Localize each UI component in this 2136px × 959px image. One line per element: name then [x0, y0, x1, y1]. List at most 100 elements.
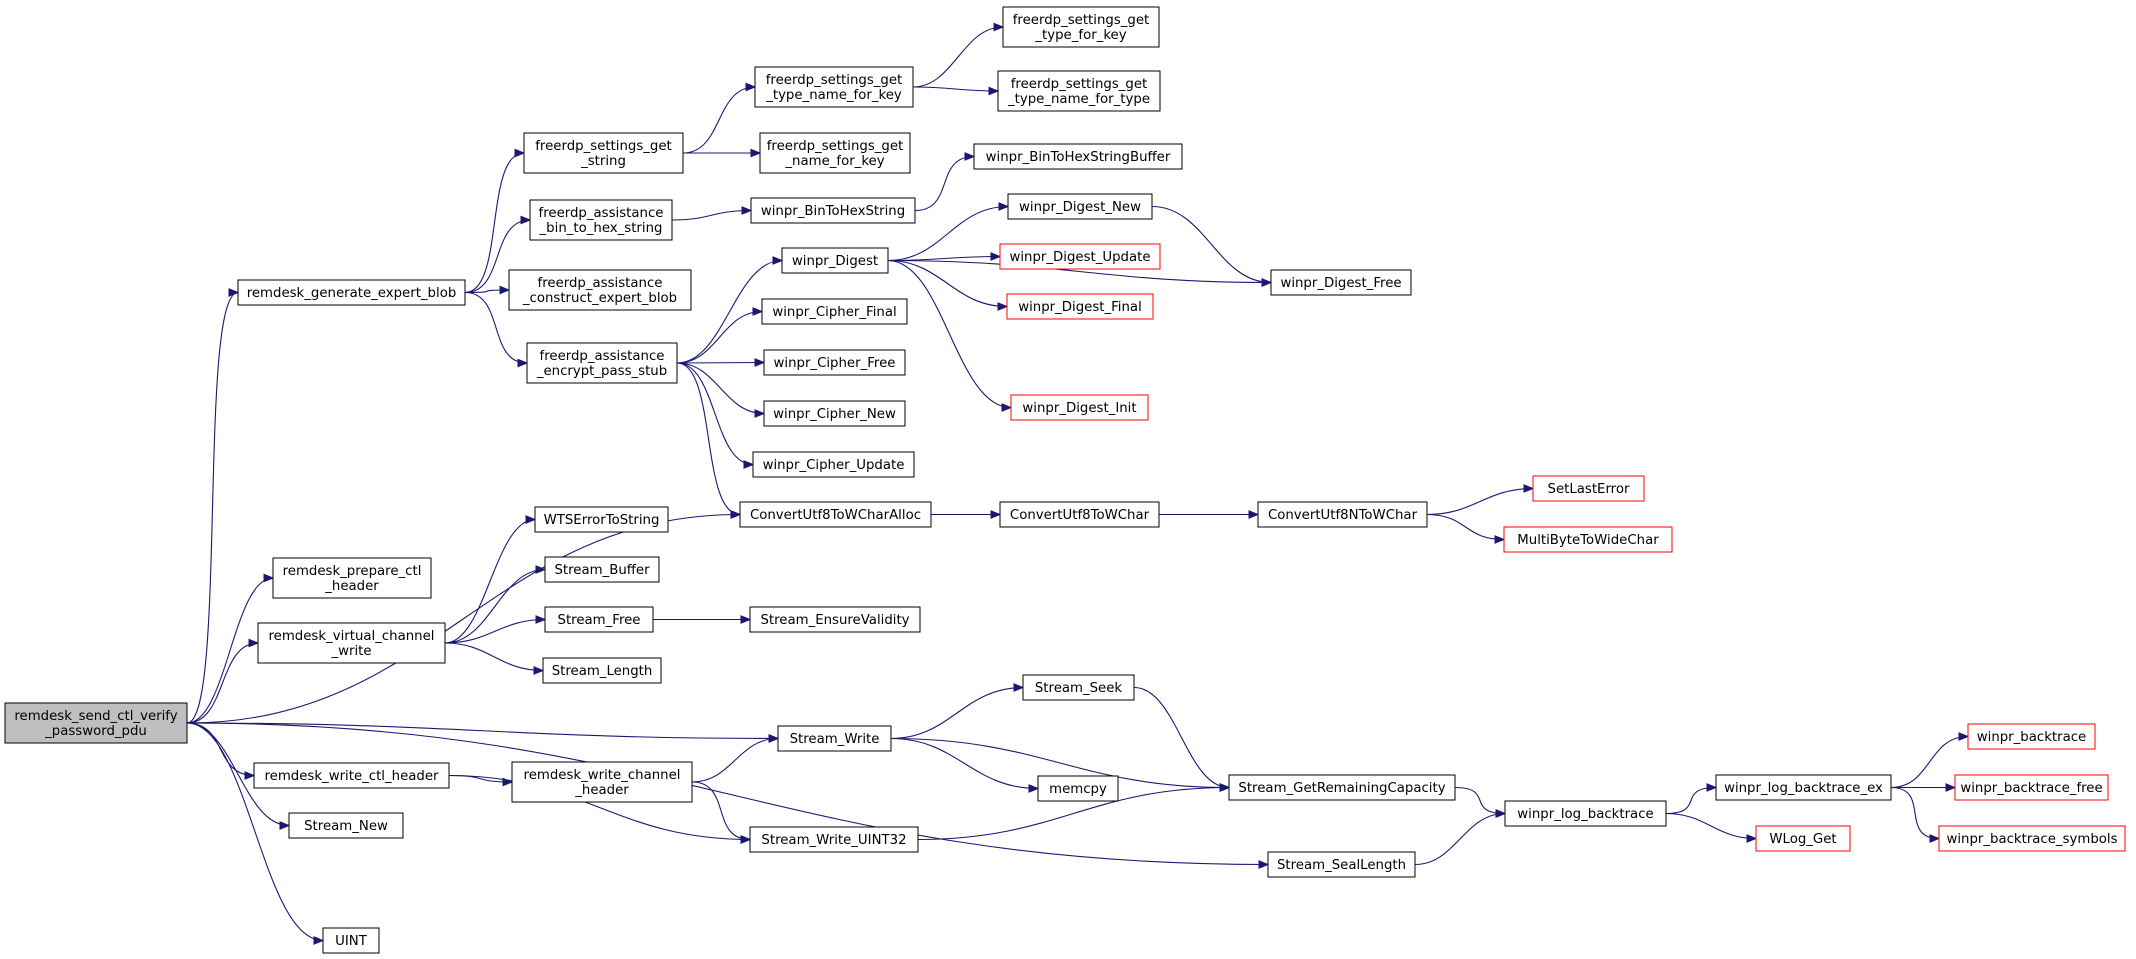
node-d_update[interactable]: winpr_Digest_Update: [999, 243, 1161, 270]
node-box-vc_write[interactable]: [257, 622, 446, 664]
node-d_init[interactable]: winpr_Digest_Init: [1010, 394, 1149, 421]
node-box-s_ensure[interactable]: [749, 606, 921, 633]
node-b2hex[interactable]: freerdp_assistance_bin_to_hex_string: [529, 199, 673, 241]
node-s_ensure[interactable]: Stream_EnsureValidity: [749, 606, 921, 633]
node-box-tnfk[interactable]: [754, 66, 914, 108]
node-box-uint[interactable]: [322, 927, 380, 954]
node-s_w32[interactable]: Stream_Write_UINT32: [749, 826, 919, 853]
node-gen_blob[interactable]: remdesk_generate_expert_blob: [237, 279, 466, 306]
node-box-wctl_hdr[interactable]: [253, 762, 450, 789]
node-box-tfk[interactable]: [1002, 6, 1160, 48]
node-box-d_free[interactable]: [1270, 269, 1412, 296]
node-box-d_final[interactable]: [1006, 293, 1154, 320]
node-box-s_new[interactable]: [288, 812, 404, 839]
node-box-conv_alloc[interactable]: [739, 501, 932, 528]
node-wctl_hdr[interactable]: remdesk_write_ctl_header: [253, 762, 450, 789]
node-box-s_seek[interactable]: [1022, 674, 1135, 701]
node-box-s_buffer[interactable]: [544, 556, 660, 583]
node-box-c_update[interactable]: [752, 451, 915, 478]
node-s_seal[interactable]: Stream_SealLength: [1267, 851, 1416, 878]
node-box-encrypt[interactable]: [526, 342, 678, 384]
node-box-construct[interactable]: [508, 269, 692, 311]
node-log_bt_ex[interactable]: winpr_log_backtrace_ex: [1715, 774, 1892, 801]
node-vc_write[interactable]: remdesk_virtual_channel_write: [257, 622, 446, 664]
node-box-s_free[interactable]: [544, 606, 654, 633]
node-box-tnft[interactable]: [997, 70, 1161, 112]
node-s_buffer[interactable]: Stream_Buffer: [544, 556, 660, 583]
node-mb2wc[interactable]: MultiByteToWideChar: [1503, 526, 1673, 553]
node-box-conv_wc[interactable]: [999, 501, 1160, 528]
node-tfk[interactable]: freerdp_settings_get_type_for_key: [1002, 6, 1160, 48]
node-box-digest[interactable]: [781, 247, 889, 274]
node-log_bt[interactable]: winpr_log_backtrace: [1504, 800, 1667, 827]
node-box-log_bt_ex[interactable]: [1715, 774, 1892, 801]
node-wts_err[interactable]: WTSErrorToString: [534, 506, 669, 533]
node-box-prep_hdr[interactable]: [272, 557, 432, 599]
node-box-s_write[interactable]: [777, 725, 892, 752]
node-prep_hdr[interactable]: remdesk_prepare_ctl_header: [272, 557, 432, 599]
node-uint[interactable]: UINT: [322, 927, 380, 954]
node-s_grc[interactable]: Stream_GetRemainingCapacity: [1228, 774, 1456, 801]
node-d_final[interactable]: winpr_Digest_Final: [1006, 293, 1154, 320]
node-encrypt[interactable]: freerdp_assistance_encrypt_pass_stub: [526, 342, 678, 384]
node-memcpy[interactable]: memcpy: [1037, 775, 1119, 802]
node-s_free[interactable]: Stream_Free: [544, 606, 654, 633]
node-box-wts_err[interactable]: [534, 506, 669, 533]
node-box-wlog_get[interactable]: [1755, 825, 1851, 852]
node-box-bt_free[interactable]: [1954, 774, 2109, 801]
node-box-bt_sym[interactable]: [1938, 825, 2126, 852]
node-box-c_free[interactable]: [763, 349, 906, 376]
node-box-set_err[interactable]: [1532, 475, 1645, 502]
node-box-conv_n[interactable]: [1257, 501, 1428, 528]
node-c_final[interactable]: winpr_Cipher_Final: [761, 298, 908, 325]
node-s_new[interactable]: Stream_New: [288, 812, 404, 839]
node-box-d_new[interactable]: [1007, 193, 1153, 220]
node-s_length[interactable]: Stream_Length: [542, 657, 662, 684]
node-d_free[interactable]: winpr_Digest_Free: [1270, 269, 1412, 296]
node-box-memcpy[interactable]: [1037, 775, 1119, 802]
node-s_write[interactable]: Stream_Write: [777, 725, 892, 752]
node-tnfk[interactable]: freerdp_settings_get_type_name_for_key: [754, 66, 914, 108]
node-digest[interactable]: winpr_Digest: [781, 247, 889, 274]
node-box-b2hex[interactable]: [529, 199, 673, 241]
node-c_free[interactable]: winpr_Cipher_Free: [763, 349, 906, 376]
node-set_err[interactable]: SetLastError: [1532, 475, 1645, 502]
node-box-b2hsb[interactable]: [973, 143, 1183, 170]
node-box-s_length[interactable]: [542, 657, 662, 684]
node-nfk[interactable]: freerdp_settings_get_name_for_key: [759, 132, 911, 174]
node-root[interactable]: remdesk_send_ctl_verify_password_pdu: [4, 702, 188, 744]
node-conv_n[interactable]: ConvertUtf8NToWChar: [1257, 501, 1428, 528]
node-bt_sym[interactable]: winpr_backtrace_symbols: [1938, 825, 2126, 852]
node-box-d_init[interactable]: [1010, 394, 1149, 421]
node-box-mb2wc[interactable]: [1503, 526, 1673, 553]
node-b2hs[interactable]: winpr_BinToHexString: [750, 197, 916, 224]
node-box-d_update[interactable]: [999, 243, 1161, 270]
node-construct[interactable]: freerdp_assistance_construct_expert_blob: [508, 269, 692, 311]
node-b2hsb[interactable]: winpr_BinToHexStringBuffer: [973, 143, 1183, 170]
node-box-log_bt[interactable]: [1504, 800, 1667, 827]
node-tnft[interactable]: freerdp_settings_get_type_name_for_type: [997, 70, 1161, 112]
node-box-wch_hdr[interactable]: [511, 761, 693, 803]
node-c_new[interactable]: winpr_Cipher_New: [763, 400, 906, 427]
node-box-b2hs[interactable]: [750, 197, 916, 224]
node-box-s_w32[interactable]: [749, 826, 919, 853]
node-get_str[interactable]: freerdp_settings_get_string: [523, 132, 684, 174]
node-box-c_new[interactable]: [763, 400, 906, 427]
node-box-s_seal[interactable]: [1267, 851, 1416, 878]
node-d_new[interactable]: winpr_Digest_New: [1007, 193, 1153, 220]
node-box-bt[interactable]: [1967, 723, 2096, 750]
node-bt_free[interactable]: winpr_backtrace_free: [1954, 774, 2109, 801]
node-wch_hdr[interactable]: remdesk_write_channel_header: [511, 761, 693, 803]
node-conv_wc[interactable]: ConvertUtf8ToWChar: [999, 501, 1160, 528]
node-s_seek[interactable]: Stream_Seek: [1022, 674, 1135, 701]
node-bt[interactable]: winpr_backtrace: [1967, 723, 2096, 750]
node-c_update[interactable]: winpr_Cipher_Update: [752, 451, 915, 478]
node-conv_alloc[interactable]: ConvertUtf8ToWCharAlloc: [739, 501, 932, 528]
node-box-s_grc[interactable]: [1228, 774, 1456, 801]
node-box-root[interactable]: [4, 702, 188, 744]
node-wlog_get[interactable]: WLog_Get: [1755, 825, 1851, 852]
node-box-get_str[interactable]: [523, 132, 684, 174]
node-box-c_final[interactable]: [761, 298, 908, 325]
node-box-gen_blob[interactable]: [237, 279, 466, 306]
node-box-nfk[interactable]: [759, 132, 911, 174]
